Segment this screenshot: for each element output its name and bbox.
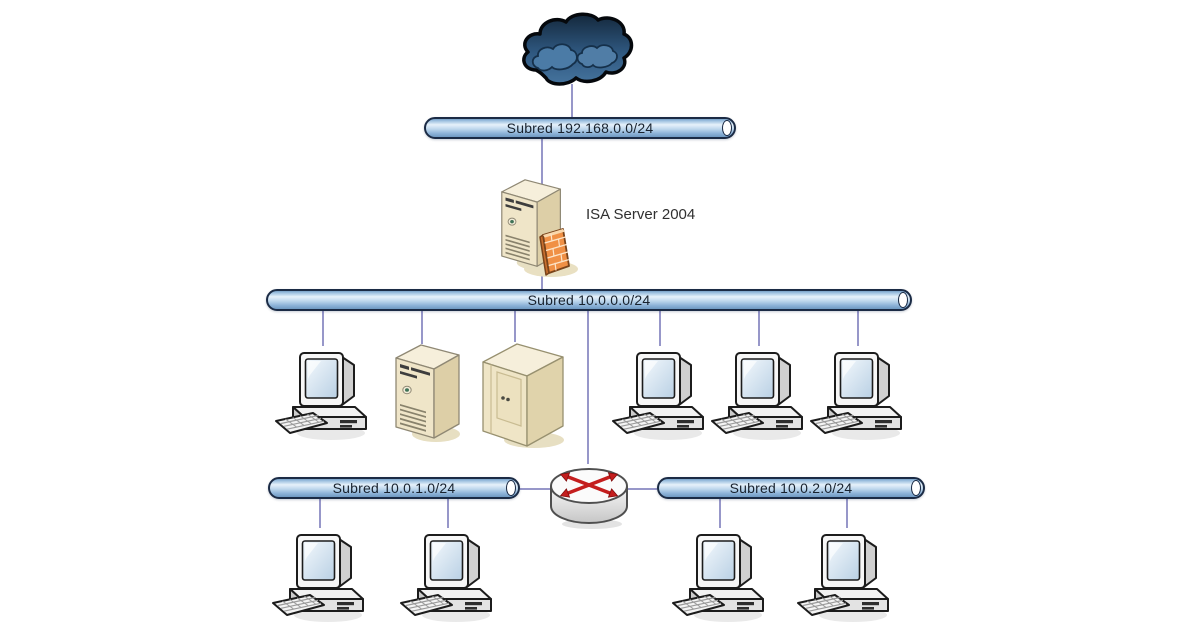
lan-rack-server xyxy=(479,338,567,450)
subnet2-label: Subred 10.0.2.0/24 xyxy=(729,480,853,496)
subnet1-bar: Subred 10.0.1.0/24 xyxy=(268,477,520,499)
subnet1-label: Subred 10.0.1.0/24 xyxy=(332,480,456,496)
subnet1-workstation-2 xyxy=(398,526,498,626)
workstation-icon xyxy=(709,344,809,444)
workstation-icon xyxy=(808,344,908,444)
rack-server-icon xyxy=(479,338,567,450)
lan-workstation-4 xyxy=(808,344,908,444)
isa-server-firewall-icon xyxy=(499,177,583,279)
router-icon xyxy=(546,462,632,530)
workstation-icon xyxy=(273,344,373,444)
workstation-icon xyxy=(270,526,370,626)
isa-server-label: ISA Server 2004 xyxy=(586,206,696,223)
workstation-icon xyxy=(610,344,710,444)
router xyxy=(546,462,632,530)
subnet1-workstation-1 xyxy=(270,526,370,626)
lan-subnet-bar: Subred 10.0.0.0/24 xyxy=(266,289,912,311)
lan-tower-server xyxy=(393,342,463,444)
subnet2-workstation-2 xyxy=(795,526,895,626)
subnet2-workstation-1 xyxy=(670,526,770,626)
wan-subnet-bar: Subred 192.168.0.0/24 xyxy=(424,117,736,139)
workstation-icon xyxy=(670,526,770,626)
subnet2-bar: Subred 10.0.2.0/24 xyxy=(657,477,925,499)
workstation-icon xyxy=(795,526,895,626)
lan-workstation-2 xyxy=(610,344,710,444)
wan-subnet-label: Subred 192.168.0.0/24 xyxy=(506,120,654,136)
isa-server xyxy=(499,177,583,279)
tower-server-icon xyxy=(393,342,463,444)
workstation-icon xyxy=(398,526,498,626)
lan-workstation-3 xyxy=(709,344,809,444)
lan-workstation-1 xyxy=(273,344,373,444)
lan-subnet-label: Subred 10.0.0.0/24 xyxy=(527,292,651,308)
internet-cloud xyxy=(516,12,634,88)
internet-cloud-icon xyxy=(516,12,634,88)
